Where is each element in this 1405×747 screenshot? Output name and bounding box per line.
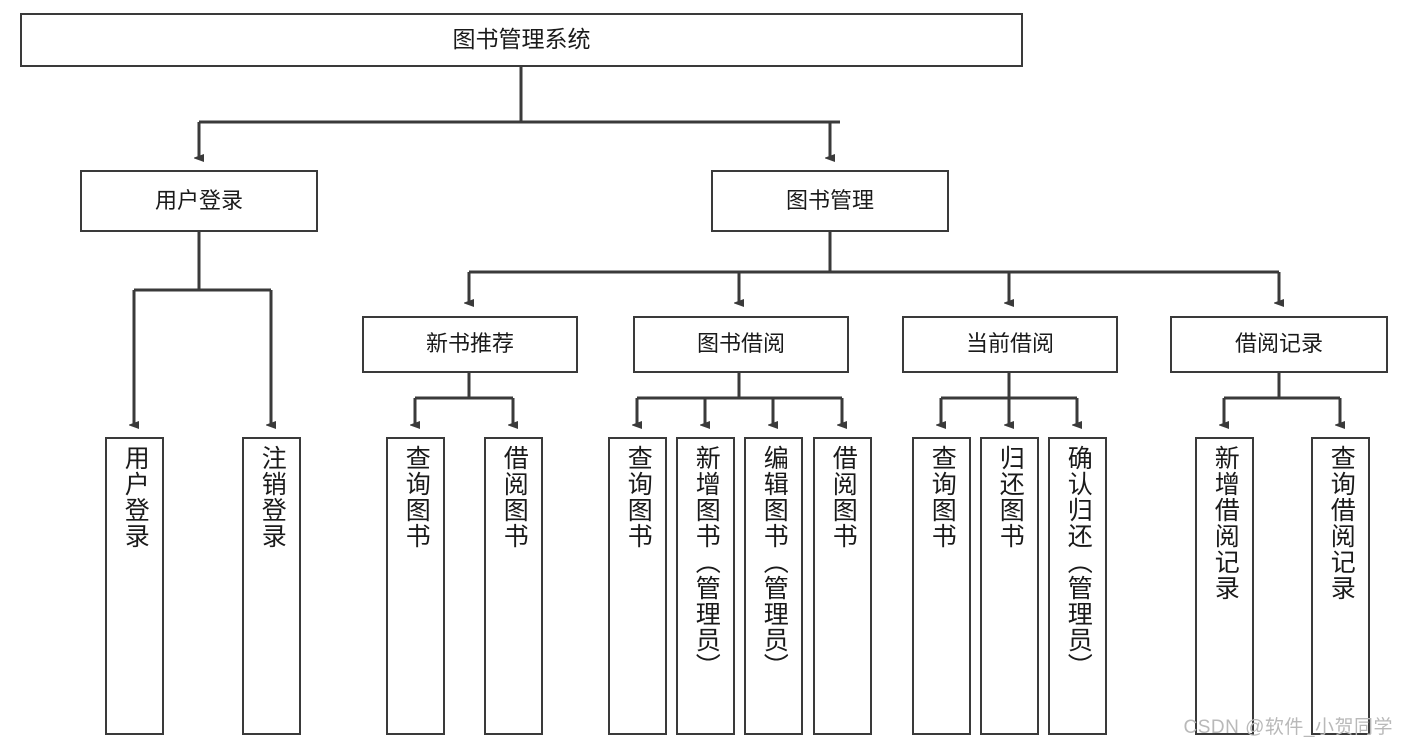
node-label: 图书借阅 — [696, 331, 785, 357]
node-label: 查询借阅记录 — [1327, 445, 1356, 601]
node-current-borrow[interactable]: 当前借阅 — [902, 316, 1118, 373]
node-label: 注销登录 — [258, 445, 287, 549]
node-label: 借阅记录 — [1234, 331, 1323, 357]
node-label: 借阅图书 — [829, 445, 858, 549]
leaf-user-login-logout[interactable]: 注销登录 — [242, 437, 301, 735]
node-borrow-record[interactable]: 借阅记录 — [1170, 316, 1388, 373]
node-user-login[interactable]: 用户登录 — [80, 170, 318, 232]
leaf-borrow-borrow-book[interactable]: 借阅图书 — [813, 437, 872, 735]
node-label: 借阅图书 — [500, 445, 529, 549]
leaf-borrow-query-book[interactable]: 查询图书 — [608, 437, 667, 735]
node-label: 查询图书 — [402, 445, 431, 549]
leaf-current-confirm-return-admin[interactable]: 确认归还（管理员） — [1048, 437, 1107, 735]
leaf-current-query-book[interactable]: 查询图书 — [912, 437, 971, 735]
node-book-borrow[interactable]: 图书借阅 — [633, 316, 849, 373]
node-label: 新增借阅记录 — [1211, 445, 1240, 601]
node-label: 当前借阅 — [965, 331, 1054, 357]
leaf-recommend-query-book[interactable]: 查询图书 — [386, 437, 445, 735]
node-label: 归还图书 — [996, 445, 1025, 549]
node-new-book-recommend[interactable]: 新书推荐 — [362, 316, 578, 373]
node-label: 确认归还（管理员） — [1064, 445, 1093, 679]
leaf-current-return-book[interactable]: 归还图书 — [980, 437, 1039, 735]
node-label: 编辑图书（管理员） — [760, 445, 789, 679]
leaf-recommend-borrow-book[interactable]: 借阅图书 — [484, 437, 543, 735]
node-label: 用户登录 — [121, 445, 150, 549]
leaf-user-login-login[interactable]: 用户登录 — [105, 437, 164, 735]
node-label: 新增图书（管理员） — [692, 445, 721, 679]
node-label: 图书管理系统 — [452, 26, 591, 53]
node-book-management[interactable]: 图书管理 — [711, 170, 949, 232]
node-label: 图书管理 — [785, 187, 874, 213]
leaf-record-query-record[interactable]: 查询借阅记录 — [1311, 437, 1370, 735]
node-label: 查询图书 — [928, 445, 957, 549]
csdn-watermark: CSDN @软件_小贺同学 — [1183, 717, 1393, 738]
leaf-borrow-edit-book-admin[interactable]: 编辑图书（管理员） — [744, 437, 803, 735]
leaf-borrow-add-book-admin[interactable]: 新增图书（管理员） — [676, 437, 735, 735]
node-label: 新书推荐 — [425, 331, 514, 357]
node-label: 查询图书 — [624, 445, 653, 549]
leaf-record-add-record[interactable]: 新增借阅记录 — [1195, 437, 1254, 735]
node-root-book-management-system[interactable]: 图书管理系统 — [20, 13, 1023, 67]
node-label: 用户登录 — [154, 187, 243, 213]
